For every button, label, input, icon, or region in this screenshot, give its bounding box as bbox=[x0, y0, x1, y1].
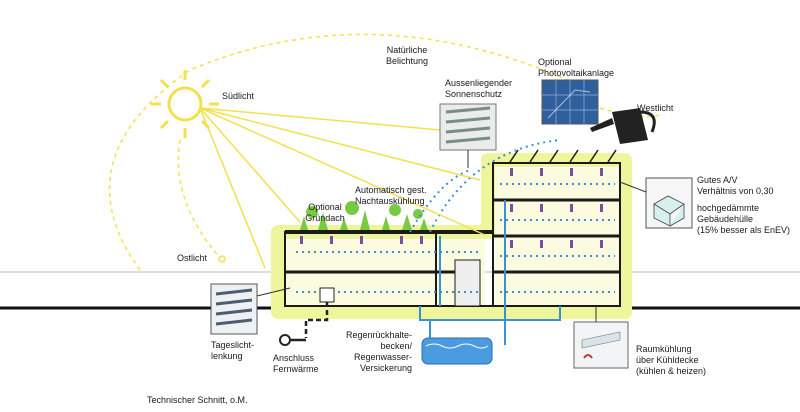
sunshade-icon bbox=[439, 103, 497, 151]
label-ceiling-cooling: Raumkühlung über Kühldecke (kühlen & hei… bbox=[636, 344, 707, 376]
building-structure bbox=[284, 162, 621, 307]
label-night-cooling: Automatisch gest. Nachtauskühlung bbox=[355, 185, 427, 206]
watering-can-icon bbox=[590, 108, 656, 144]
rooftop-collectors bbox=[509, 149, 617, 163]
district-heating-icon bbox=[279, 287, 335, 346]
rainwater-basin-icon bbox=[421, 337, 493, 365]
ceiling-fixtures bbox=[300, 168, 603, 248]
label-east-light: Ostlicht bbox=[177, 253, 208, 263]
label-west-light: Westlicht bbox=[637, 103, 674, 113]
east-light-marker bbox=[218, 255, 226, 263]
label-district-heating: Anschluss Fernwärme bbox=[273, 353, 319, 374]
label-av-ratio: Gutes A/V Verhältnis von 0,30 bbox=[697, 175, 774, 196]
solar-panel-icon bbox=[541, 79, 599, 125]
label-south-light: Südlicht bbox=[222, 91, 255, 101]
ceiling-cooling-icon bbox=[573, 321, 629, 369]
label-green-roof: Optional Gründach bbox=[305, 202, 345, 223]
sun-icon bbox=[151, 70, 219, 138]
insulation-leader bbox=[619, 181, 647, 193]
daylight-louvre-icon bbox=[210, 283, 258, 335]
louvre-leader bbox=[256, 287, 291, 297]
insulation-cube-icon bbox=[645, 177, 693, 229]
label-external-shading: Aussenliegender Sonnenschutz bbox=[445, 78, 513, 99]
green-roof-plants bbox=[300, 201, 428, 230]
label-natural-light: Natürliche Belichtung bbox=[385, 45, 429, 66]
airflow-lines bbox=[419, 200, 561, 345]
label-photovoltaic: Optional Photovoltaikanlage bbox=[538, 57, 615, 78]
label-daylight-guidance: Tageslicht- lenkung bbox=[211, 340, 255, 361]
figure-caption: Technischer Schnitt, o.M. bbox=[147, 395, 248, 405]
label-insulated-envelope: hochgedämmte Gebäudehülle (15% besser al… bbox=[697, 203, 791, 235]
label-rainwater: Regenrückhalte- becken/ Regenwasser- Ver… bbox=[345, 330, 412, 373]
sun-rays bbox=[199, 107, 486, 269]
